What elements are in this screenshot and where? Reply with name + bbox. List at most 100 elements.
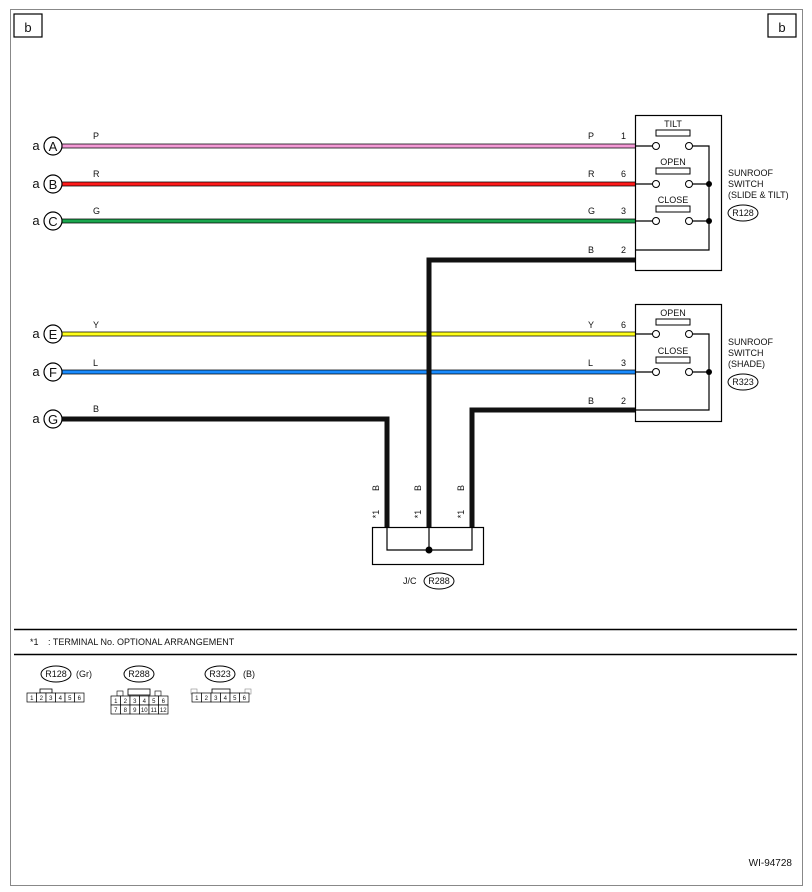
pin-number: 10 bbox=[141, 708, 148, 714]
connector-prefix: a bbox=[32, 326, 40, 341]
pin-cell bbox=[158, 704, 169, 715]
connector-letter: F bbox=[49, 365, 57, 380]
contact-label-open: OPEN bbox=[660, 308, 686, 318]
jc-label: J/C bbox=[403, 576, 417, 586]
connector-letter: G bbox=[48, 412, 58, 427]
joint-connector: B B B *1 *1 *1 J/C R288 bbox=[371, 485, 485, 590]
connector-c: a C bbox=[32, 211, 63, 231]
wire-label: L bbox=[588, 358, 593, 368]
note-band: *1 : TERMINAL No. OPTIONAL ARRANGEMENT bbox=[14, 628, 797, 656]
switch-title: SWITCH bbox=[728, 179, 764, 189]
wire-a bbox=[62, 143, 636, 149]
wire-b bbox=[62, 181, 636, 187]
jc-terminal-mark: *1 bbox=[456, 510, 466, 519]
switch-title: (SLIDE & TILT) bbox=[728, 190, 789, 200]
connector-view-suffix: (Gr) bbox=[76, 669, 92, 679]
corner-right-text: b bbox=[778, 20, 785, 35]
pin-number: 1 bbox=[621, 131, 626, 141]
contact-label-close: CLOSE bbox=[658, 346, 689, 356]
switch-box bbox=[634, 114, 723, 272]
wire-label: Y bbox=[93, 320, 99, 330]
connector-e: a E bbox=[32, 324, 63, 344]
connector-code-r288: R288 bbox=[428, 576, 450, 586]
connector-letter: E bbox=[49, 327, 58, 342]
wire-labels: P P 1 R R 6 G G 3 B 2 Y Y 6 L L 3 B B 2 bbox=[93, 131, 626, 414]
pin-number: 1 bbox=[195, 696, 199, 702]
pin-number: 12 bbox=[160, 708, 167, 714]
ground-wire-g bbox=[62, 416, 390, 528]
figure-id: WI-94728 bbox=[749, 858, 793, 869]
wire-label: P bbox=[93, 131, 99, 141]
wire-label: P bbox=[588, 131, 594, 141]
wire-green bbox=[62, 219, 636, 223]
switch-slide-tilt: TILT OPEN CLOSE SUNROOF SWITCH (SLIDE & … bbox=[634, 114, 789, 272]
connector-a: a A bbox=[32, 136, 63, 156]
wire-f bbox=[62, 369, 636, 375]
contact-label-open: OPEN bbox=[660, 157, 686, 167]
wire-c bbox=[62, 218, 636, 224]
connector-view-name: R128 bbox=[45, 669, 67, 679]
switch-title: (SHADE) bbox=[728, 359, 765, 369]
connector-view-r128: R128 (Gr) bbox=[39, 665, 92, 694]
pin-number: 11 bbox=[151, 708, 158, 714]
switch-shade: OPEN CLOSE SUNROOF SWITCH (SHADE) R323 bbox=[634, 303, 774, 423]
outer-frame bbox=[10, 9, 803, 886]
wire-label: G bbox=[588, 206, 595, 216]
pin-number: 2 bbox=[205, 696, 209, 702]
pin-number: 6 bbox=[621, 320, 626, 330]
jc-wire-label: B bbox=[413, 485, 423, 491]
connector-b: a B bbox=[32, 174, 63, 194]
jc-box bbox=[371, 526, 485, 566]
pin-number: 3 bbox=[214, 696, 218, 702]
corner-label-right: b bbox=[767, 13, 797, 38]
connector-letter: C bbox=[48, 214, 57, 229]
ground-wires bbox=[62, 257, 636, 528]
connector-prefix: a bbox=[32, 364, 40, 379]
note-mark: *1 bbox=[30, 637, 39, 647]
pin-number: 5 bbox=[152, 699, 156, 705]
connector-view-suffix: (B) bbox=[243, 669, 255, 679]
connector-letter: A bbox=[49, 139, 58, 154]
wire-blue bbox=[62, 370, 636, 374]
note-text: : TERMINAL No. OPTIONAL ARRANGEMENT bbox=[48, 637, 235, 647]
connector-letter: B bbox=[49, 177, 58, 192]
pin-number: 7 bbox=[114, 708, 118, 714]
pin-number: 4 bbox=[224, 696, 228, 702]
pin-number: 2 bbox=[621, 396, 626, 406]
switch-title: SWITCH bbox=[728, 348, 764, 358]
wire-label: L bbox=[93, 358, 98, 368]
corner-label-left: b bbox=[13, 13, 43, 38]
pin-number: 5 bbox=[233, 696, 237, 702]
pin-number: 6 bbox=[621, 169, 626, 179]
switch-title: SUNROOF bbox=[728, 168, 774, 178]
jc-wire-label: B bbox=[456, 485, 466, 491]
connector-prefix: a bbox=[32, 411, 40, 426]
pin-number: 6 bbox=[162, 699, 166, 705]
connector-view-r323: R323 (B) bbox=[190, 665, 255, 695]
pin-number: 6 bbox=[243, 696, 247, 702]
switch-title: SUNROOF bbox=[728, 337, 774, 347]
connector-code-r323: R323 bbox=[732, 377, 754, 387]
left-connectors: a A a B a C a E a F a G bbox=[32, 136, 63, 429]
wire-label: G bbox=[93, 206, 100, 216]
wire-pink bbox=[62, 144, 636, 148]
wire-label: B bbox=[588, 245, 594, 255]
jc-wire-label: B bbox=[371, 485, 381, 491]
connector-prefix: a bbox=[32, 213, 40, 228]
wire-yellow bbox=[62, 332, 636, 336]
ground-wire-shade bbox=[469, 407, 636, 528]
contact-label-close: CLOSE bbox=[658, 195, 689, 205]
wire-label: R bbox=[588, 169, 595, 179]
pin-number: 3 bbox=[621, 206, 626, 216]
jc-terminal-mark: *1 bbox=[371, 510, 381, 519]
pin-number: 2 bbox=[40, 696, 44, 702]
wire-label: Y bbox=[588, 320, 594, 330]
pin-number: 3 bbox=[621, 358, 626, 368]
pin-number: 4 bbox=[143, 699, 147, 705]
connector-f: a F bbox=[32, 362, 63, 382]
wire-red bbox=[62, 182, 636, 186]
connector-view-r288: R288 bbox=[116, 665, 162, 697]
pin-number: 3 bbox=[49, 696, 53, 702]
